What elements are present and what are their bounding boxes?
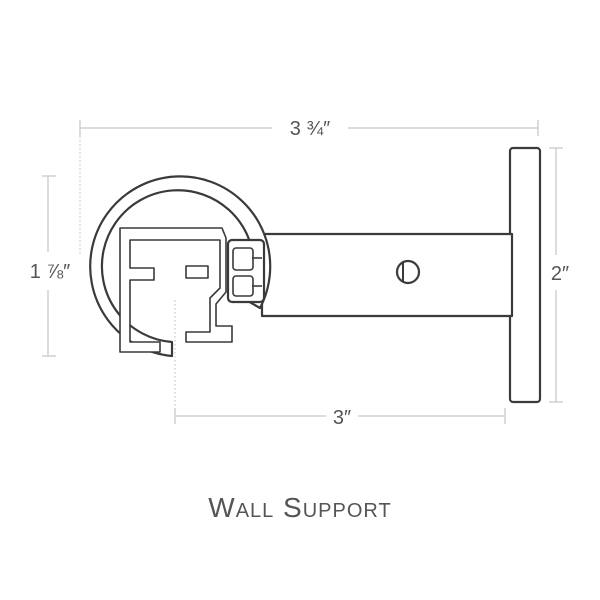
rod-channel-notch <box>185 265 209 279</box>
rod-ring <box>89 175 272 358</box>
depth-dimension: 3″ <box>174 300 506 429</box>
diagram-caption: Wall Support <box>208 492 392 523</box>
set-screw-head <box>395 259 421 285</box>
plate-height-dim-label: 2″ <box>551 263 569 285</box>
depth-dim-label: 3″ <box>333 407 351 429</box>
rod-channel <box>119 227 233 353</box>
support-arm <box>260 232 514 318</box>
rod-height-dimension: 1 ⅞″ <box>30 175 70 357</box>
mounting-bolt-upper <box>232 247 254 271</box>
mounting-block <box>226 238 266 304</box>
wall-plate <box>508 146 542 404</box>
mounting-bolt-lower <box>232 275 254 297</box>
width-dimension: 3 ¾″ <box>79 118 539 255</box>
width-dim-label: 3 ¾″ <box>290 118 330 140</box>
rod-height-dim-label: 1 ⅞″ <box>30 261 70 283</box>
plate-height-dimension: 2″ <box>549 147 569 403</box>
set-screw <box>395 259 421 285</box>
